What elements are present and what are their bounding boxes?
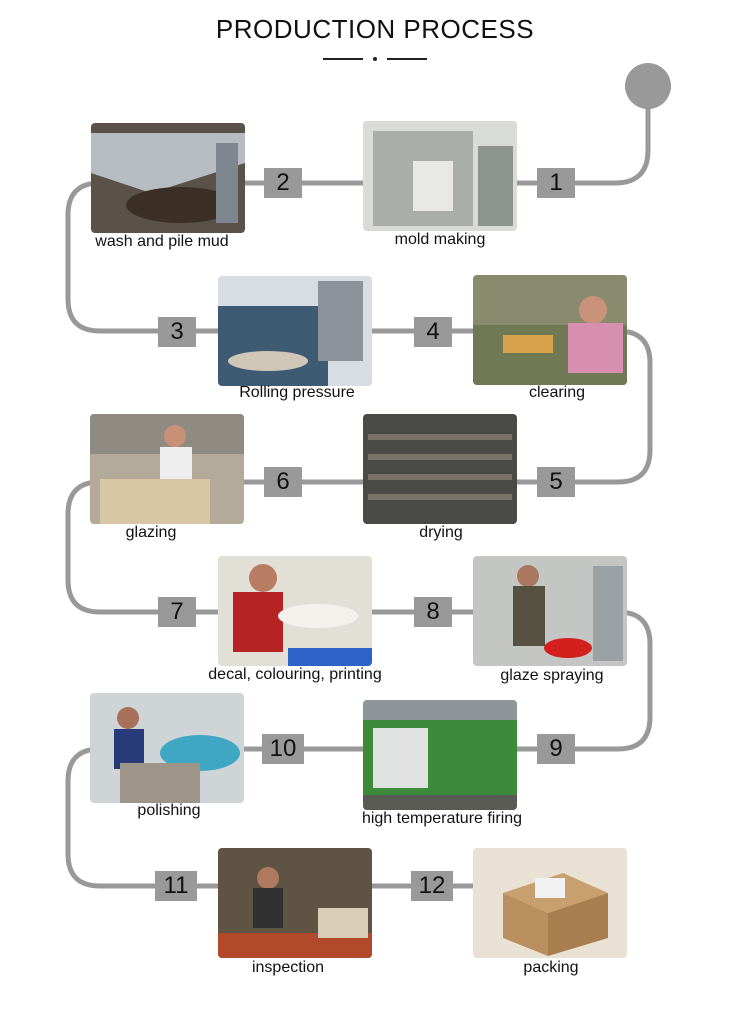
- step-9-number: 9: [537, 734, 575, 764]
- step-9-label: high temperature firing: [361, 810, 523, 827]
- step-5-number: 5: [537, 467, 575, 497]
- step-4-photo: [473, 275, 627, 385]
- step-1-label: mold making: [394, 231, 486, 248]
- step-3-number: 3: [158, 317, 196, 347]
- step-7-label: decal, colouring, printing: [208, 666, 382, 683]
- step-1-photo: [363, 121, 517, 231]
- step-5-photo: [363, 414, 517, 524]
- step-10-number: 10: [262, 734, 304, 764]
- step-9-photo: [363, 700, 517, 810]
- step-2-label: wash and pile mud: [95, 233, 229, 250]
- step-11-number: 11: [155, 871, 197, 901]
- start-dot: [625, 63, 671, 109]
- step-10-label: polishing: [137, 802, 201, 819]
- page-title: PRODUCTION PROCESS: [215, 14, 535, 44]
- step-11-label: inspection: [251, 959, 325, 976]
- step-7-photo: [218, 556, 372, 666]
- step-12-photo: [473, 848, 627, 958]
- step-6-photo: [90, 414, 244, 524]
- step-12-label: packing: [523, 959, 579, 976]
- step-3-photo: [218, 276, 372, 386]
- step-4-label: clearing: [528, 384, 586, 401]
- step-8-label: glaze spraying: [500, 667, 604, 684]
- step-2-number: 2: [264, 168, 302, 198]
- step-11-photo: [218, 848, 372, 958]
- step-7-number: 7: [158, 597, 196, 627]
- step-5-label: drying: [419, 524, 463, 541]
- title-divider: [323, 57, 427, 62]
- step-4-number: 4: [414, 317, 452, 347]
- step-6-number: 6: [264, 467, 302, 497]
- step-12-number: 12: [411, 871, 453, 901]
- step-2-photo: [91, 123, 245, 233]
- step-8-photo: [473, 556, 627, 666]
- step-8-number: 8: [414, 597, 452, 627]
- step-6-label: glazing: [125, 524, 177, 541]
- step-10-photo: [90, 693, 244, 803]
- step-1-number: 1: [537, 168, 575, 198]
- step-3-label: Rolling pressure: [239, 384, 355, 401]
